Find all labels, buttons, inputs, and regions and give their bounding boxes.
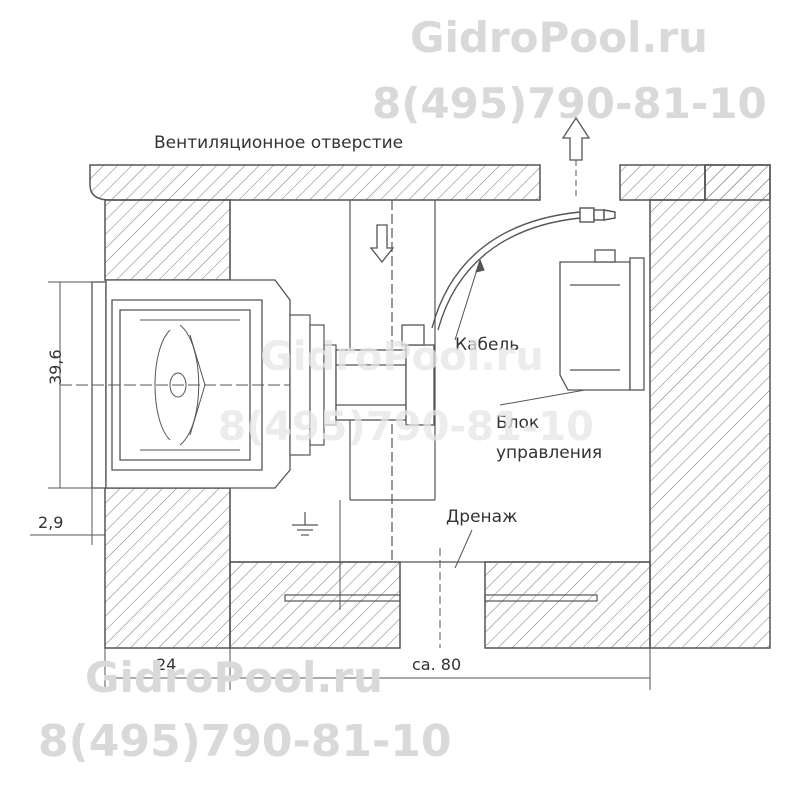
- airflow-up-arrow: [561, 116, 591, 161]
- leader-lines: [454, 258, 586, 569]
- dim-offset-label: 2,9: [38, 513, 63, 532]
- watermark-site-bottom: GidroPool.ru: [85, 653, 383, 702]
- dim-wall-label: 24: [156, 655, 176, 674]
- watermark-site-middle: GidroPool.ru: [260, 334, 544, 380]
- drain-label: Дренаж: [446, 507, 517, 527]
- propeller: [60, 319, 330, 451]
- drain-bar-left: [284, 594, 401, 602]
- flange: [289, 314, 337, 456]
- airflow-down-arrow: [369, 224, 395, 264]
- dim-height-label: 39,6: [46, 349, 65, 385]
- control-block-label-1: Блок: [496, 413, 539, 433]
- vent-label: Вентиляционное отверстие: [154, 133, 403, 153]
- watermark-phone-bottom: 8(495)790-81-10: [38, 716, 452, 767]
- watermark-phone-top: 8(495)790-81-10: [372, 79, 767, 128]
- watermark-site-top: GidroPool.ru: [410, 13, 708, 62]
- ground-symbol: [292, 512, 318, 536]
- dimension-lines: [30, 281, 651, 690]
- watermark-phone-middle: 8(495)790-81-10: [218, 404, 594, 450]
- right-cap: [704, 164, 771, 201]
- dim-depth-label: ca. 80: [412, 655, 461, 674]
- bottom-slab: [229, 561, 401, 649]
- control-block: [559, 249, 645, 391]
- cable: [431, 207, 616, 331]
- control-block-label-2: управления: [496, 443, 602, 463]
- concrete-structure: [89, 164, 771, 649]
- left-wall-lower: [104, 487, 231, 649]
- top-slab: [89, 164, 541, 201]
- front-panel: [91, 279, 291, 489]
- motor: [335, 324, 435, 426]
- right-wall: [649, 164, 771, 649]
- cable-label: Кабель: [455, 335, 519, 355]
- top-slab-right: [619, 164, 706, 201]
- left-wall-upper: [104, 199, 231, 281]
- bottom-slab-right: [484, 561, 651, 649]
- drain-bar-right: [484, 594, 598, 602]
